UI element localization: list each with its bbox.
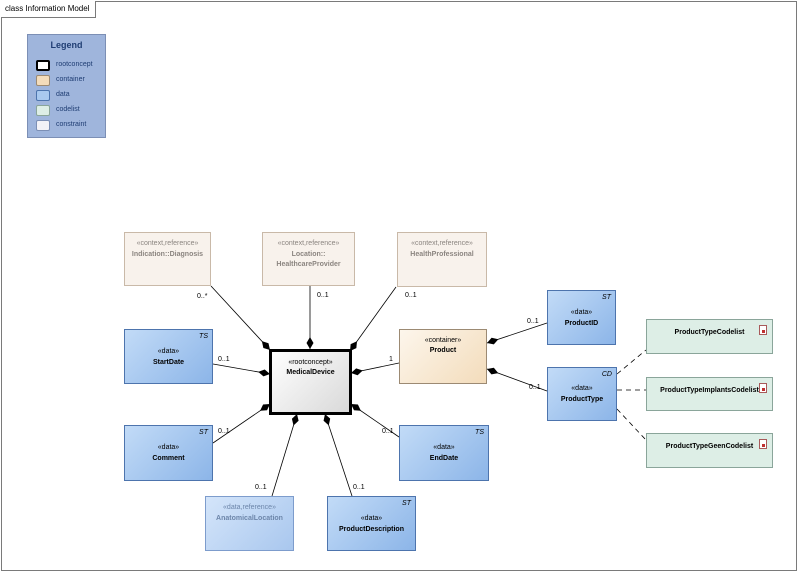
datatype-tag: ST — [602, 294, 611, 301]
datatype-tag: TS — [199, 333, 208, 340]
link-producttype — [486, 367, 548, 392]
link-productdesc — [323, 413, 353, 497]
legend-label: codelist — [56, 106, 80, 113]
stereotype: «data» — [571, 385, 593, 392]
multiplicity-comment: 0..1 — [218, 428, 230, 435]
class-name: Comment — [152, 455, 185, 462]
document-icon — [759, 325, 767, 335]
class-comment[interactable]: ST «data» Comment — [124, 425, 213, 481]
stereotype: «rootconcept» — [288, 359, 333, 366]
class-name: MedicalDevice — [286, 369, 335, 376]
document-icon — [759, 383, 767, 393]
legend-swatch — [36, 120, 50, 131]
multiplicity-product: 1 — [389, 356, 393, 363]
legend-swatch — [36, 90, 50, 101]
stereotype: «data» — [157, 444, 180, 451]
stereotype: «context,reference» — [411, 240, 473, 247]
datatype-tag: CD — [601, 371, 612, 378]
stereotype: «data» — [433, 444, 455, 451]
multiplicity-indication: 0..* — [197, 293, 208, 300]
multiplicity-anatomical: 0..1 — [255, 484, 267, 491]
class-producttypecodelist[interactable]: ProductTypeCodelist — [646, 319, 773, 354]
stereotype: «context,reference» — [136, 240, 199, 247]
class-name-line2: HealthcareProvider — [276, 261, 341, 268]
multiplicity-healthprof: 0..1 — [405, 292, 417, 299]
diagram-title: class Information Model — [1, 1, 97, 18]
legend-label: constraint — [56, 121, 87, 128]
stereotype: «context,reference» — [277, 240, 340, 247]
class-healthprofessional[interactable]: «context,reference» HealthProfessional — [397, 232, 487, 287]
link-comment — [212, 403, 271, 444]
class-name: AnatomicalLocation — [216, 515, 283, 522]
link-cl1 — [616, 349, 647, 375]
class-name: ProductTypeCodelist — [674, 329, 745, 336]
stereotype: «data» — [157, 348, 180, 355]
stereotype: «data» — [570, 309, 593, 316]
datatype-tag: ST — [402, 500, 411, 507]
multiplicity-startdate: 0..1 — [218, 356, 230, 363]
multiplicity-productdesc: 0..1 — [353, 484, 365, 491]
legend-swatch — [36, 105, 50, 116]
legend: Legend rootconcept container data codeli… — [27, 34, 106, 138]
multiplicity-location: 0..1 — [317, 292, 329, 299]
class-name: ProductType — [560, 396, 604, 403]
multiplicity-enddate: 0..1 — [382, 428, 394, 435]
class-name: EndDate — [429, 455, 459, 462]
link-healthprof — [349, 286, 397, 352]
legend-swatch — [36, 60, 50, 71]
legend-label: data — [56, 91, 70, 98]
class-anatomicallocation[interactable]: «data,reference» AnatomicalLocation — [205, 496, 294, 551]
stereotype: «data,reference» — [223, 504, 276, 511]
stereotype: «data» — [360, 515, 383, 522]
class-productdescription[interactable]: ST «data» ProductDescription — [327, 496, 416, 551]
document-icon — [759, 439, 767, 449]
class-enddate[interactable]: TS «data» EndDate — [399, 425, 489, 481]
datatype-tag: ST — [199, 429, 208, 436]
class-medicaldevice[interactable]: «rootconcept» MedicalDevice — [269, 349, 352, 415]
class-name: ProductTypeImplantsCodelist — [660, 387, 759, 394]
link-anatomical — [271, 413, 299, 497]
datatype-tag: TS — [475, 429, 484, 436]
class-indication-diagnosis[interactable]: «context,reference» Indication::Diagnosi… — [124, 232, 211, 286]
class-producttypegeencodelist[interactable]: ProductTypeGeenCodelist — [646, 433, 773, 468]
link-product — [350, 362, 400, 376]
class-startdate[interactable]: TS «data» StartDate — [124, 329, 213, 384]
link-startdate — [212, 363, 271, 377]
legend-swatch — [36, 75, 50, 86]
class-name: ProductDescription — [339, 526, 404, 533]
class-name: Indication::Diagnosis — [131, 251, 204, 258]
class-producttype[interactable]: CD «data» ProductType — [547, 367, 617, 421]
stereotype: «container» — [424, 337, 462, 344]
class-product[interactable]: «container» Product — [399, 329, 487, 384]
class-name: StartDate — [152, 359, 185, 366]
class-name: ProductTypeGeenCodelist — [665, 443, 754, 450]
class-producttypeimplantscodelist[interactable]: ProductTypeImplantsCodelist — [646, 377, 773, 411]
multiplicity-producttype: 0..1 — [529, 384, 541, 391]
legend-label: rootconcept — [56, 61, 93, 68]
class-name: HealthProfessional — [410, 251, 474, 258]
class-location-healthcareprovider[interactable]: «context,reference» Location:: Healthcar… — [262, 232, 355, 286]
link-productid — [486, 322, 548, 345]
class-productid[interactable]: ST «data» ProductID — [547, 290, 616, 345]
multiplicity-productid: 0..1 — [527, 318, 539, 325]
legend-label: container — [56, 76, 85, 83]
class-name: Product — [429, 347, 457, 354]
class-name: Location:: — [291, 251, 326, 258]
link-enddate — [350, 403, 400, 438]
link-cl3 — [616, 408, 647, 441]
link-indication — [210, 285, 271, 351]
legend-title: Legend — [50, 40, 83, 50]
class-name: ProductID — [564, 320, 599, 327]
